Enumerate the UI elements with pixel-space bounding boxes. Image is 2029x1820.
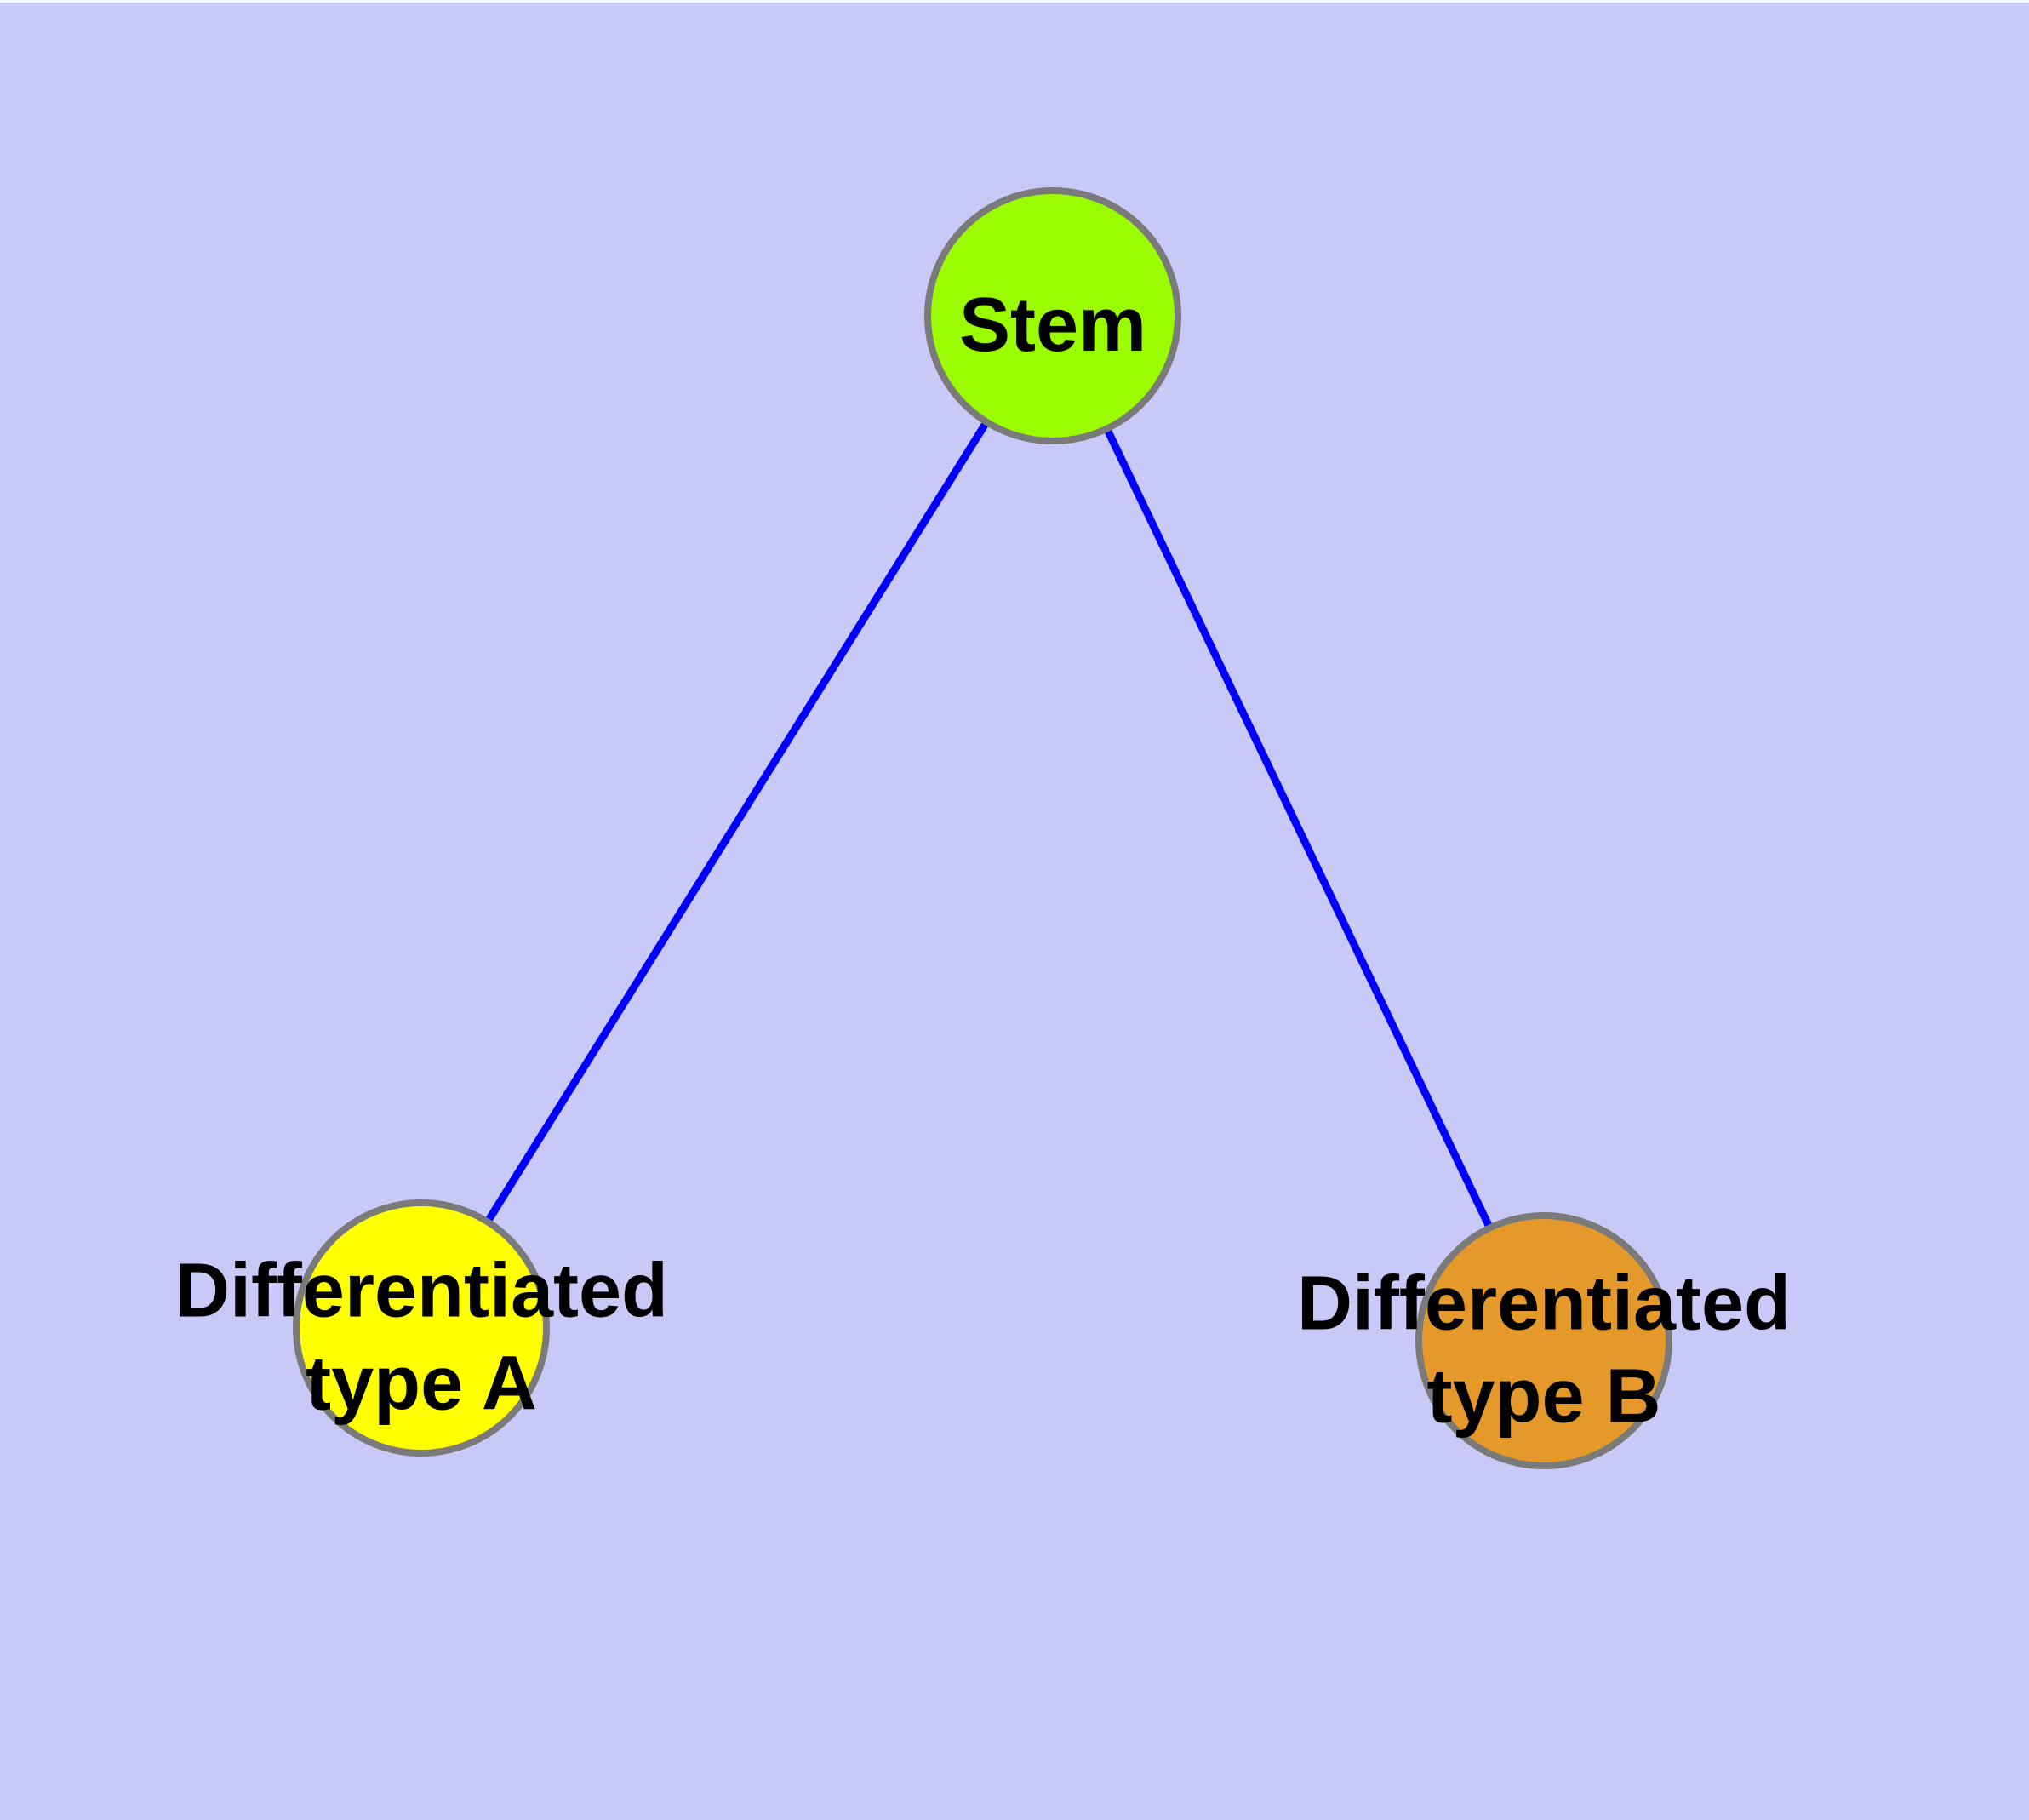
node-label-stem: Stem [959, 283, 1146, 368]
nodes-layer [293, 187, 1672, 1469]
edges-layer [418, 313, 1548, 1342]
edge-stem-diff-b [1049, 314, 1548, 1342]
node-label-line: Stem [959, 283, 1146, 368]
node-stem [924, 187, 1181, 444]
node-label-line: type B [1426, 1354, 1660, 1439]
node-label-line: Differentiated [174, 1249, 668, 1334]
edge-stem-diff-a [418, 313, 1056, 1331]
node-diff-b [1415, 1212, 1672, 1469]
node-diff-a [293, 1199, 550, 1457]
node-label-line: type A [306, 1342, 537, 1427]
node-label-line: Differentiated [1297, 1262, 1791, 1347]
